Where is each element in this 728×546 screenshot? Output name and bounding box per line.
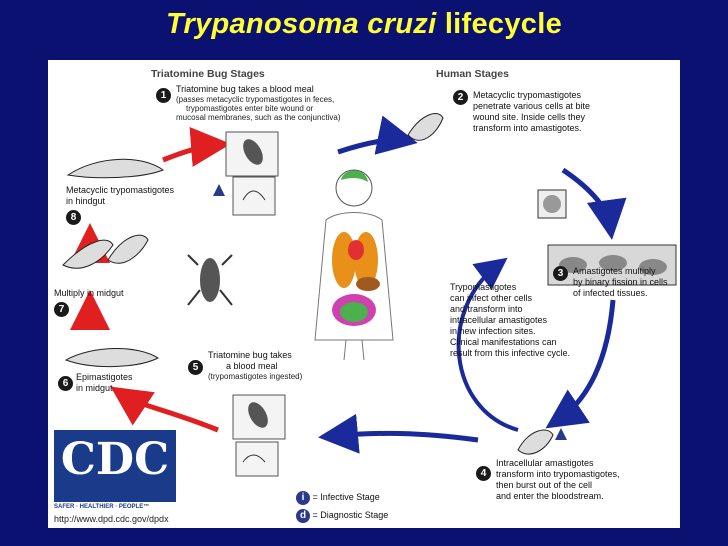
legend-diagnostic: d = Diagnostic Stage bbox=[296, 506, 388, 524]
epimastigote-image bbox=[64, 348, 160, 367]
step-3-line: of infected tissues. bbox=[573, 288, 648, 298]
diagnostic-badge-diagram bbox=[555, 428, 567, 440]
page-title: Trypanosoma cruzi lifecycle bbox=[0, 8, 728, 41]
step-4: 4 Intracellular amastigotes transform in… bbox=[476, 458, 620, 501]
human-body-image bbox=[314, 169, 394, 361]
step-1-detail: (passes metacyclic trypomastigotes in fe… bbox=[176, 95, 335, 104]
step-6-line: in midgut bbox=[76, 383, 113, 393]
title-rest: lifecycle bbox=[436, 8, 562, 40]
step-7-line: Multiply in midgut bbox=[54, 288, 124, 298]
step-6: 6 Epimastigotes in midgut bbox=[58, 372, 133, 393]
step-1-detail: trypomastigotes enter bite wound or bbox=[186, 104, 314, 113]
step-2-line: wound site. Inside cells they bbox=[473, 112, 586, 122]
step-3-line: Amastigotes multiply bbox=[573, 266, 656, 276]
trypomastigote-human-image bbox=[407, 113, 444, 141]
step-4-line: Intracellular amastigotes bbox=[496, 458, 594, 468]
step-3: 3 Amastigotes multiply by binary fission… bbox=[553, 266, 668, 298]
heading-bug-stages: Triatomine Bug Stages bbox=[151, 68, 265, 80]
tissue-cells-image bbox=[547, 244, 677, 286]
step-2-line: Metacyclic trypomastigotes bbox=[473, 90, 582, 100]
step-1: 1 Triatomine bug takes a blood meal (pas… bbox=[156, 84, 341, 122]
step-8-number: 8 bbox=[66, 210, 81, 225]
step-3-number: 3 bbox=[553, 266, 568, 281]
cycle-description: Trypomastigotes can infect other cells a… bbox=[450, 282, 600, 359]
arrow-2-to-3 bbox=[561, 167, 627, 240]
step-7: Multiply in midgut 7 bbox=[54, 288, 124, 317]
step-1-number: 1 bbox=[156, 88, 171, 103]
step-1-detail: mucosal membranes, such as the conjuncti… bbox=[176, 113, 341, 122]
multiplying-parasite-image bbox=[62, 234, 149, 269]
infective-badge-diagram bbox=[213, 184, 225, 196]
step-4-number: 4 bbox=[476, 466, 491, 481]
intracellular-amastigote-image bbox=[517, 429, 554, 455]
cycle-line: in new infection sites. bbox=[450, 326, 536, 336]
cycle-line: and transform into bbox=[450, 304, 523, 314]
step-4-line: transform into trypomastigotes, bbox=[496, 469, 620, 479]
arrow-8-to-1 bbox=[162, 126, 231, 167]
arrow-4-to-5 bbox=[318, 413, 479, 454]
step-1-line: Triatomine bug takes a blood meal bbox=[176, 84, 314, 94]
arrow-3-to-4 bbox=[545, 299, 616, 429]
bug-feeding-bottom-image bbox=[232, 394, 286, 477]
arrow-5-to-6 bbox=[110, 386, 219, 433]
step-8-line: in hindgut bbox=[66, 196, 106, 206]
step-6-number: 6 bbox=[58, 376, 73, 391]
step-5-number: 5 bbox=[188, 360, 203, 375]
step-2: 2 Metacyclic trypomastigotes penetrate v… bbox=[453, 90, 590, 133]
arrow-1-to-2 bbox=[337, 115, 418, 155]
cycle-line: Trypomastigotes bbox=[450, 282, 517, 292]
source-url: http://www.dpd.cdc.gov/dpdx bbox=[54, 514, 169, 524]
cdc-logo: CDC bbox=[54, 430, 176, 502]
step-5-detail: (trypomastigotes ingested) bbox=[208, 372, 303, 381]
cdc-tagline: SAFER · HEALTHIER · PEOPLE™ bbox=[54, 504, 150, 510]
step-5: 5 Triatomine bug takes a blood meal (try… bbox=[188, 350, 302, 381]
step-5-line: Triatomine bug takes bbox=[208, 350, 292, 360]
step-4-line: then burst out of the cell bbox=[496, 480, 593, 490]
cdc-logo-text: CDC bbox=[60, 434, 170, 485]
legend-diagnostic-label: = Diagnostic Stage bbox=[312, 510, 389, 520]
title-species: Trypanosoma cruzi bbox=[165, 8, 437, 40]
bug-feeding-top-image bbox=[225, 131, 279, 216]
legend-infective: i = Infective Stage bbox=[296, 488, 388, 506]
step-6-line: Epimastigotes bbox=[76, 372, 133, 382]
step-3-line: by binary fission in cells bbox=[573, 277, 668, 287]
lifecycle-diagram: Triatomine Bug Stages Human Stages 1 Tri… bbox=[48, 60, 680, 528]
step-5-line: a blood meal bbox=[226, 361, 278, 371]
legend: i = Infective Stage d = Diagnostic Stage bbox=[296, 488, 388, 524]
triatomine-bug-image bbox=[187, 254, 233, 306]
legend-infective-label: = Infective Stage bbox=[312, 492, 380, 502]
cycle-line: Clinical manifestations can bbox=[450, 337, 557, 347]
step-4-line: and enter the bloodstream. bbox=[496, 491, 604, 501]
heading-human-stages: Human Stages bbox=[436, 68, 509, 80]
cycle-line: result from this infective cycle. bbox=[450, 348, 571, 358]
step-2-line: penetrate various cells at bite bbox=[473, 101, 591, 111]
metacyclic-trypomastigote-image bbox=[66, 158, 165, 179]
infective-stage-icon: i bbox=[296, 491, 310, 505]
step-7-number: 7 bbox=[54, 302, 69, 317]
diagram-graphics bbox=[62, 113, 677, 477]
cycle-line: can infect other cells bbox=[450, 293, 533, 303]
step-2-line: transform into amastigotes. bbox=[473, 123, 582, 133]
infected-cell-image bbox=[537, 189, 567, 219]
step-8: Metacyclic trypomastigotes in hindgut 8 bbox=[66, 185, 174, 225]
cycle-line: intracellular amastigotes bbox=[450, 315, 548, 325]
diagnostic-stage-icon: d bbox=[296, 509, 310, 523]
step-2-number: 2 bbox=[453, 90, 468, 105]
step-8-line: Metacyclic trypomastigotes bbox=[66, 185, 175, 195]
arrow-4-to-3-cycle bbox=[456, 257, 519, 432]
